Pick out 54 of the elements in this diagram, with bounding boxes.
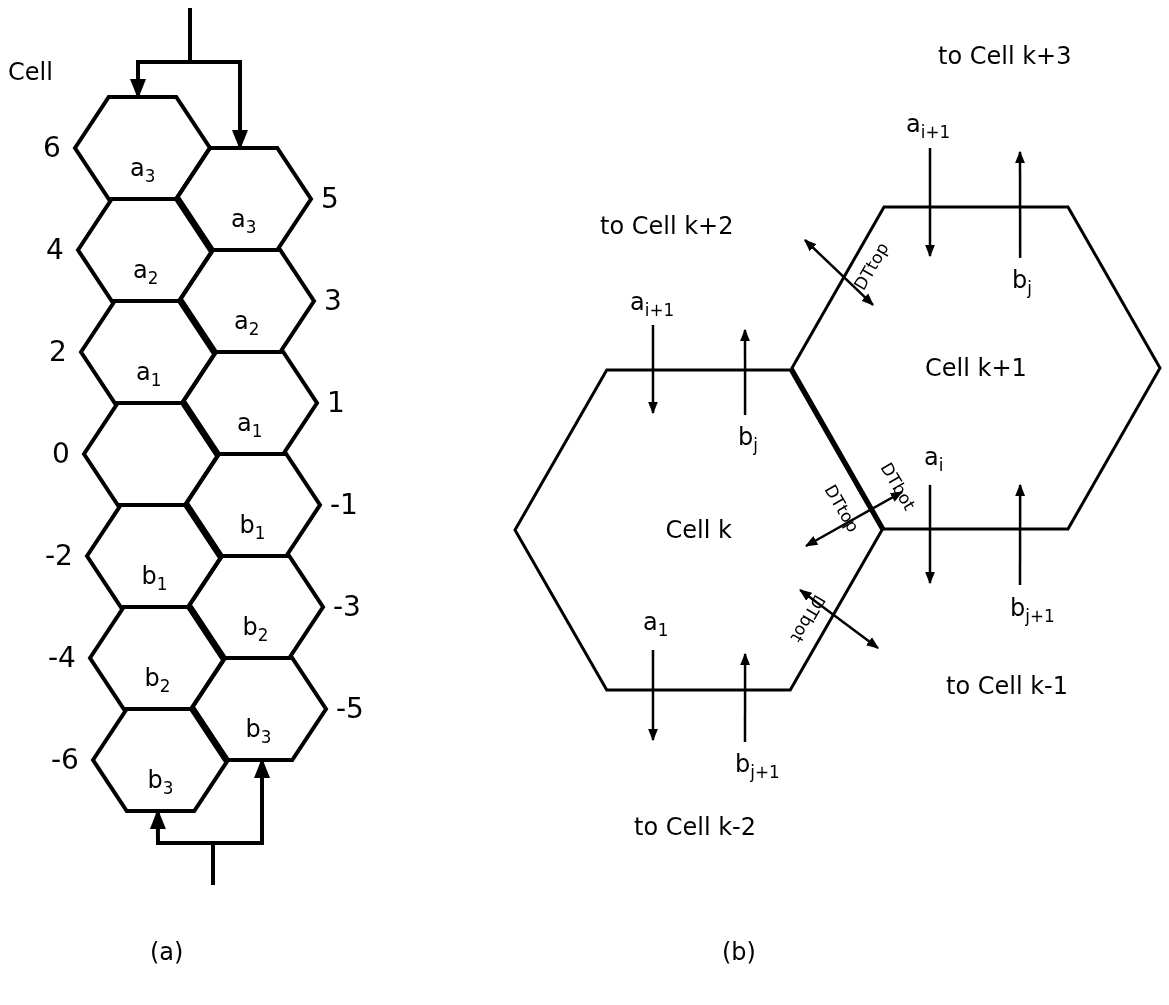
edge-label: b$_{j+1}$ — [1010, 596, 1055, 625]
panel-caption: (a) — [150, 940, 184, 964]
arrow — [740, 652, 751, 742]
arrow — [799, 589, 879, 649]
edge-label: b$_{j}$ — [1012, 268, 1032, 297]
variable-label: b$_{3}$ — [147, 768, 174, 797]
cell-number: -6 — [51, 746, 79, 774]
edge-label: a$_{i}$ — [924, 445, 944, 474]
cell-number: 3 — [324, 287, 342, 315]
edge-label: a$_{i+1}$ — [630, 290, 675, 319]
cell-name: Cell k+1 — [925, 356, 1027, 380]
cell-number: -2 — [45, 542, 73, 570]
arrow — [1015, 483, 1026, 585]
arrow — [804, 239, 874, 306]
cell-number: -5 — [336, 695, 364, 723]
arrow — [648, 325, 658, 415]
arrow — [925, 148, 935, 258]
arrow — [648, 650, 658, 742]
axis-title: Cell — [8, 60, 53, 84]
arrow — [740, 328, 750, 416]
cell-number: -4 — [48, 644, 76, 672]
hexagon-cell — [515, 370, 882, 690]
cell-name: Cell k — [665, 518, 732, 542]
cell-number: 0 — [52, 440, 70, 468]
variable-label: b$_{3}$ — [245, 717, 272, 746]
cell-number: 6 — [43, 134, 61, 162]
direction-note: to Cell k+2 — [600, 214, 734, 238]
cell-number: -3 — [333, 593, 361, 621]
variable-label: b$_{1}$ — [239, 513, 266, 542]
variable-label: a$_{3}$ — [130, 156, 156, 185]
direction-note: to Cell k-2 — [634, 815, 757, 839]
edge-label: a$_{1}$ — [643, 610, 669, 639]
arrow — [1015, 150, 1025, 258]
cell-number: 5 — [321, 185, 339, 213]
variable-label: a$_{1}$ — [136, 360, 162, 389]
variable-label: a$_{2}$ — [234, 309, 260, 338]
direction-note: to Cell k-1 — [946, 674, 1069, 698]
arrow — [804, 490, 904, 548]
variable-label: a$_{1}$ — [237, 411, 263, 440]
direction-note: to Cell k+3 — [938, 44, 1072, 68]
variable-label: a$_{2}$ — [133, 258, 159, 287]
edge-label: b$_{j}$ — [738, 425, 758, 454]
cell-number: 4 — [46, 236, 64, 264]
cell-number: 2 — [49, 338, 67, 366]
variable-label: b$_{1}$ — [141, 564, 168, 593]
panel-caption: (b) — [722, 940, 756, 964]
cell-number: 1 — [327, 389, 345, 417]
variable-label: b$_{2}$ — [144, 666, 171, 695]
cell-number: -1 — [330, 491, 358, 519]
edge-label: a$_{i+1}$ — [906, 112, 951, 141]
variable-label: a$_{3}$ — [231, 207, 257, 236]
edge-label: b$_{j+1}$ — [735, 752, 780, 781]
variable-label: b$_{2}$ — [242, 615, 269, 644]
arrow — [925, 484, 935, 585]
